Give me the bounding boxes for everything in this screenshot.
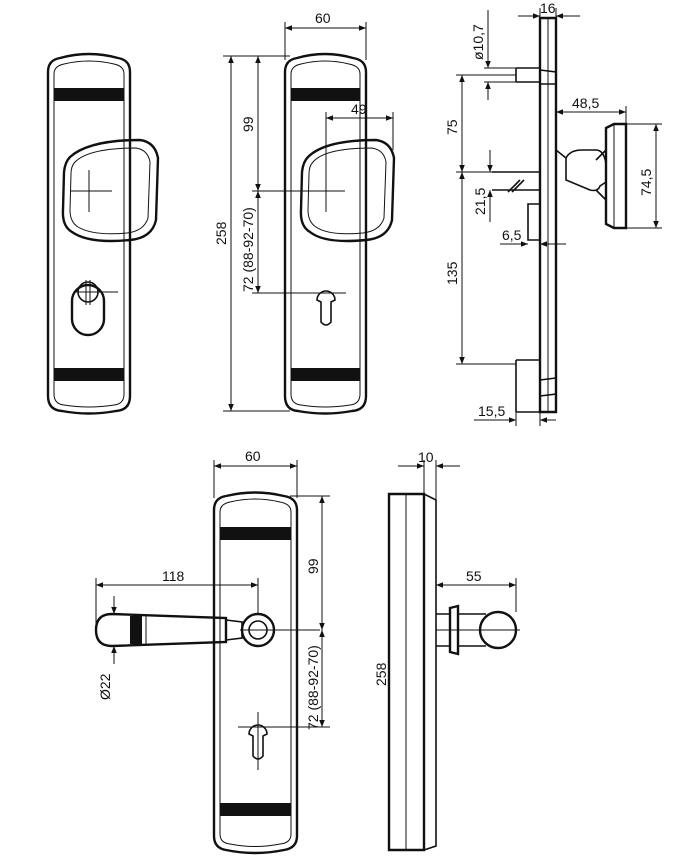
front-view-knob-plate — [46, 52, 160, 415]
dim-21-5: 21,5 — [472, 188, 488, 215]
dim-48-5: 48,5 — [572, 95, 599, 111]
dim-60-bottom: 60 — [245, 448, 261, 464]
dim-10: 10 — [418, 449, 434, 465]
dim-lever-diameter: Ø22 — [97, 673, 113, 700]
dim-72-bottom: 72 (88-92-70) — [305, 645, 321, 730]
dim-75: 75 — [444, 119, 460, 135]
dim-6-5: 6,5 — [502, 227, 522, 243]
dim-72-top: 72 (88-92-70) — [240, 207, 256, 292]
dim-135: 135 — [444, 261, 460, 285]
dim-99-bottom: 99 — [305, 558, 321, 574]
dim-99-top: 99 — [240, 116, 256, 132]
dim-rose-diameter: ø10,7 — [470, 24, 486, 60]
side-view-knob: 16 ø10,7 75 135 21,5 6,5 48,5 74,5 — [444, 0, 662, 426]
dim-258-top: 258 — [213, 221, 229, 245]
side-view-lever: 10 55 258 — [373, 449, 520, 852]
dim-55: 55 — [466, 568, 482, 584]
dim-15-5: 15,5 — [478, 403, 505, 419]
dim-16: 16 — [540, 0, 556, 16]
dim-49: 49 — [351, 101, 367, 117]
dim-118: 118 — [162, 568, 185, 584]
dim-60-top: 60 — [315, 10, 331, 26]
front-view-lever-plate: 60 118 99 72 (88-92-70) Ø22 — [94, 448, 330, 855]
dim-74-5: 74,5 — [638, 169, 654, 196]
dim-258-bottom: 258 — [373, 662, 389, 686]
front-view-dimensioned: 60 49 258 99 72 (88-92-70) — [213, 10, 396, 415]
